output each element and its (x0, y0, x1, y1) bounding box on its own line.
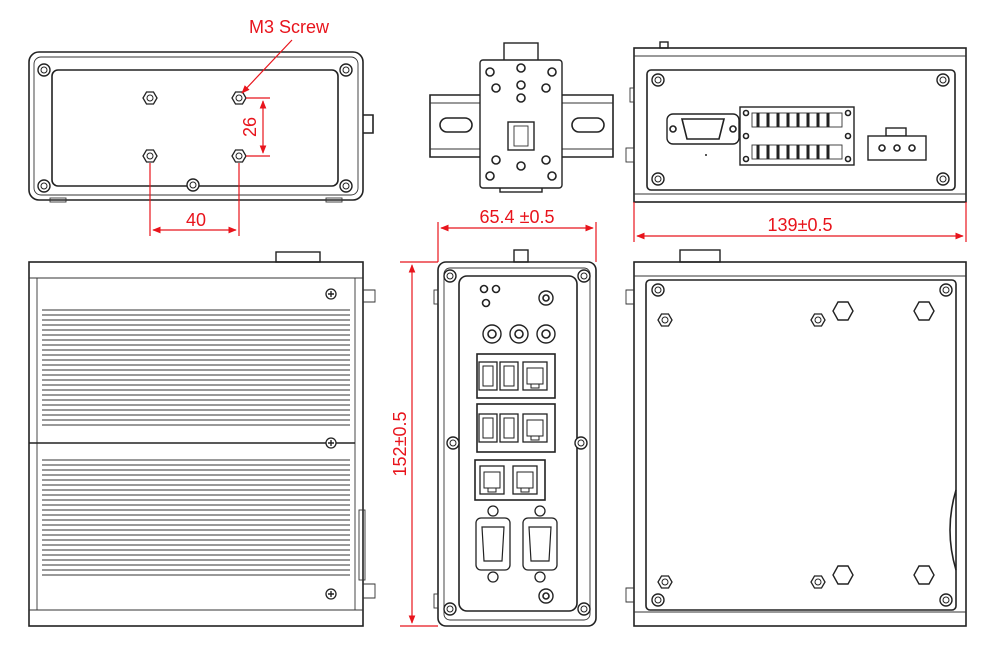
side-view-terminal (625, 41, 967, 203)
dimension-height: 152±0.5 (390, 261, 438, 627)
side-view-heatsink (28, 251, 376, 627)
hole-spacing-vertical-value: 26 (240, 117, 260, 137)
terminal-block (739, 106, 855, 166)
depth-value: 139±0.5 (768, 215, 833, 235)
screw-label: M3 Screw (249, 17, 330, 37)
dimension-width: 65.4 ±0.5 (437, 207, 597, 262)
front-view-io-panel (433, 249, 597, 627)
power-connector (867, 127, 927, 161)
height-value: 152±0.5 (390, 412, 410, 477)
rear-view-plate (625, 249, 967, 627)
dimension-hole-spacing-vertical: 26 (240, 97, 270, 157)
m3-screw-callout: M3 Screw (241, 17, 330, 94)
dimension-depth: 139±0.5 (633, 202, 967, 242)
hole-spacing-horizontal-value: 40 (186, 210, 206, 230)
dimension-hole-spacing-horizontal: 40 (149, 163, 240, 236)
din-rail-clip-view (429, 42, 614, 193)
serial-port-db9 (666, 113, 740, 145)
width-value: 65.4 ±0.5 (480, 207, 555, 227)
back-view-mounting-plate (28, 51, 374, 203)
